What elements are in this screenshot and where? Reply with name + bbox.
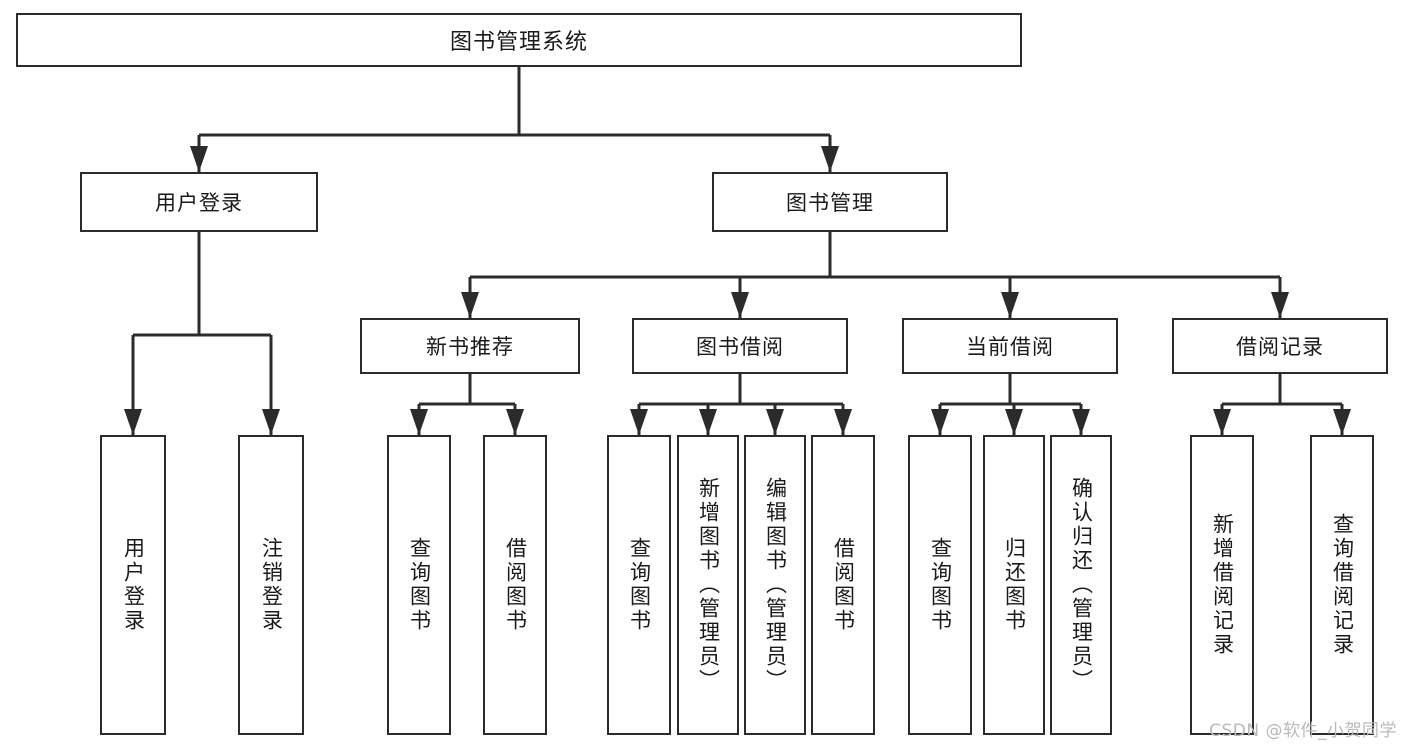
node-leaf-return-book[interactable]: 归还图书 xyxy=(983,435,1045,735)
node-leaf-query-book-1[interactable]: 查询图书 xyxy=(387,435,451,735)
node-label: 编辑图书（管理员） xyxy=(763,477,788,693)
node-label: 当前借阅 xyxy=(966,335,1054,359)
node-leaf-add-record[interactable]: 新增借阅记录 xyxy=(1190,435,1254,735)
node-label: 用户登录 xyxy=(121,537,146,633)
arrowhead-leaf-confirm-return xyxy=(1072,409,1090,435)
node-leaf-query-book-2[interactable]: 查询图书 xyxy=(607,435,671,735)
arrowhead-leaf-borrow-book-2 xyxy=(834,409,852,435)
node-leaf-borrow-book-2[interactable]: 借阅图书 xyxy=(811,435,875,735)
arrowhead-leaf-add-book xyxy=(699,409,717,435)
arrowhead-leaf-edit-book xyxy=(766,409,784,435)
arrowhead-leaf-add-record xyxy=(1213,409,1231,435)
node-current-borrow[interactable]: 当前借阅 xyxy=(902,318,1118,374)
node-label: 借阅记录 xyxy=(1236,335,1324,359)
node-leaf-user-logout[interactable]: 注销登录 xyxy=(238,435,304,735)
arrowhead-book-borrow xyxy=(731,292,749,318)
node-label: 查询图书 xyxy=(407,537,432,633)
node-label: 归还图书 xyxy=(1002,537,1027,633)
node-leaf-confirm-return[interactable]: 确认归还（管理员） xyxy=(1050,435,1112,735)
node-label: 新增借阅记录 xyxy=(1210,513,1235,657)
node-label: 用户登录 xyxy=(155,191,243,215)
node-leaf-user-login[interactable]: 用户登录 xyxy=(100,435,166,735)
arrowhead-new-book-rec xyxy=(461,292,479,318)
node-label: 查询借阅记录 xyxy=(1330,513,1355,657)
node-book-borrow[interactable]: 图书借阅 xyxy=(632,318,848,374)
node-label: 借阅图书 xyxy=(503,537,528,633)
arrowhead-leaf-query-book-1 xyxy=(410,409,428,435)
node-leaf-edit-book[interactable]: 编辑图书（管理员） xyxy=(744,435,806,735)
node-label: 图书管理 xyxy=(786,191,874,215)
arrowhead-leaf-query-record xyxy=(1333,409,1351,435)
node-label: 查询图书 xyxy=(928,537,953,633)
node-label: 注销登录 xyxy=(259,537,284,633)
node-leaf-query-book-3[interactable]: 查询图书 xyxy=(908,435,972,735)
node-user-login[interactable]: 用户登录 xyxy=(80,172,318,232)
node-label: 图书借阅 xyxy=(696,335,784,359)
node-label: 新增图书（管理员） xyxy=(696,477,721,693)
arrowhead-leaf-user-logout xyxy=(262,409,280,435)
node-label: 借阅图书 xyxy=(831,537,856,633)
arrowhead-borrow-record xyxy=(1271,292,1289,318)
node-root[interactable]: 图书管理系统 xyxy=(16,13,1022,67)
node-book-manage[interactable]: 图书管理 xyxy=(712,172,948,232)
node-leaf-query-record[interactable]: 查询借阅记录 xyxy=(1310,435,1374,735)
arrowhead-leaf-query-book-2 xyxy=(630,409,648,435)
arrowhead-leaf-query-book-3 xyxy=(931,409,949,435)
node-new-book-rec[interactable]: 新书推荐 xyxy=(360,318,580,374)
arrowhead-user-login xyxy=(190,146,208,172)
arrowhead-current-borrow xyxy=(1001,292,1019,318)
arrowhead-leaf-return-book xyxy=(1005,409,1023,435)
node-leaf-borrow-book-1[interactable]: 借阅图书 xyxy=(483,435,547,735)
node-label: 新书推荐 xyxy=(426,335,514,359)
node-leaf-add-book[interactable]: 新增图书（管理员） xyxy=(677,435,739,735)
node-borrow-record[interactable]: 借阅记录 xyxy=(1172,318,1388,374)
arrowhead-leaf-user-login xyxy=(124,409,142,435)
node-label: 图书管理系统 xyxy=(449,30,588,55)
arrowhead-leaf-borrow-book-1 xyxy=(506,409,524,435)
node-label: 确认归还（管理员） xyxy=(1069,477,1094,693)
node-label: 查询图书 xyxy=(627,537,652,633)
arrowhead-book-manage xyxy=(821,146,839,172)
